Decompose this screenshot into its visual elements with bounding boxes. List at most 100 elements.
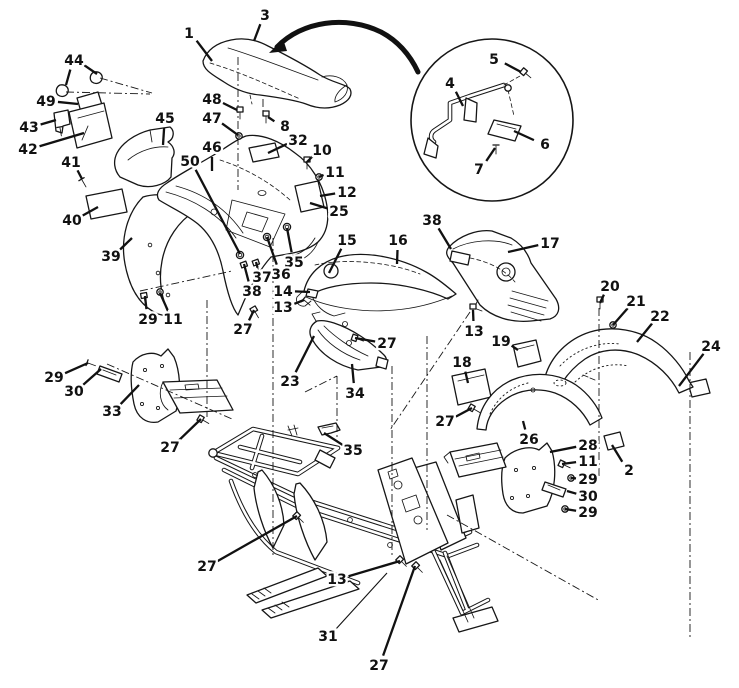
callout-11: 11 bbox=[325, 165, 344, 181]
leader-line bbox=[194, 169, 242, 255]
leader-line bbox=[221, 122, 239, 136]
plate-42 bbox=[68, 102, 113, 149]
decal-32 bbox=[248, 142, 280, 163]
callout-33: 33 bbox=[102, 404, 121, 420]
callout-41: 41 bbox=[61, 155, 80, 171]
leader-line bbox=[294, 290, 311, 294]
leader-line bbox=[504, 62, 522, 74]
leader-line bbox=[254, 261, 259, 269]
callout-5: 5 bbox=[489, 52, 499, 68]
callout-labels: 1345678484746503210111225444943424145403… bbox=[16, 6, 723, 677]
leader-line bbox=[216, 514, 298, 563]
seat-bracket-plate bbox=[487, 119, 522, 142]
callout-20: 20 bbox=[600, 279, 620, 295]
hood-latch bbox=[305, 288, 319, 299]
leader-line bbox=[143, 295, 148, 310]
callout-16: 16 bbox=[388, 233, 407, 249]
callout-39: 39 bbox=[101, 249, 120, 265]
leader-line bbox=[178, 418, 202, 442]
detail-circle-outline bbox=[410, 38, 574, 202]
callout-13: 13 bbox=[327, 572, 346, 588]
leader-line bbox=[309, 201, 328, 210]
leader-line bbox=[437, 227, 452, 250]
leader-line bbox=[549, 445, 577, 454]
leader-line bbox=[564, 507, 577, 512]
leader-line bbox=[265, 236, 278, 266]
spacer-30-right bbox=[541, 481, 567, 498]
callout-35: 35 bbox=[343, 443, 362, 459]
callout-31: 31 bbox=[318, 629, 337, 645]
leader-line bbox=[242, 263, 250, 282]
callout-47: 47 bbox=[202, 111, 221, 127]
detail-circle bbox=[410, 38, 574, 202]
callout-27: 27 bbox=[160, 440, 179, 456]
leader-line bbox=[354, 336, 376, 343]
callout-27: 27 bbox=[435, 414, 454, 430]
leader-line bbox=[158, 292, 169, 311]
callout-7: 7 bbox=[474, 162, 484, 178]
leader-line bbox=[267, 116, 276, 123]
screw-fastener-icon bbox=[78, 176, 87, 188]
callout-44: 44 bbox=[64, 53, 84, 69]
callout-29: 29 bbox=[578, 472, 597, 488]
spacer-30-left bbox=[96, 365, 123, 383]
callout-6: 6 bbox=[540, 137, 550, 153]
screw-fastener-icon bbox=[56, 125, 64, 137]
leader-line bbox=[611, 444, 624, 463]
leader-line bbox=[323, 432, 344, 446]
frame-part bbox=[208, 422, 499, 633]
leader-line bbox=[678, 353, 705, 387]
leader-line bbox=[561, 461, 577, 466]
callout-27: 27 bbox=[369, 658, 388, 674]
leader-line bbox=[612, 307, 629, 326]
callout-38: 38 bbox=[242, 284, 261, 300]
callout-25: 25 bbox=[329, 204, 348, 220]
callout-27: 27 bbox=[377, 336, 396, 352]
leader-line bbox=[382, 565, 417, 656]
callout-3: 3 bbox=[260, 8, 270, 24]
callout-40: 40 bbox=[62, 213, 82, 229]
callout-leaders bbox=[39, 23, 705, 656]
leader-line bbox=[285, 227, 293, 253]
leader-line bbox=[161, 127, 166, 146]
leader-line bbox=[293, 298, 305, 305]
skid-plate-right bbox=[443, 442, 507, 478]
construction-lines bbox=[65, 57, 691, 640]
callout-17: 17 bbox=[540, 236, 559, 252]
leader-line bbox=[507, 243, 539, 254]
callout-50: 50 bbox=[180, 154, 200, 170]
callout-19: 19 bbox=[491, 334, 510, 350]
leader-line bbox=[306, 155, 314, 163]
leader-line bbox=[222, 101, 238, 112]
leader-line bbox=[39, 131, 85, 148]
hood-part bbox=[296, 253, 457, 317]
callout-46: 46 bbox=[202, 140, 221, 156]
leader-line bbox=[513, 129, 535, 142]
callout-29: 29 bbox=[44, 370, 63, 386]
callout-29: 29 bbox=[138, 312, 157, 328]
callout-37: 37 bbox=[252, 270, 271, 286]
leader-line bbox=[40, 118, 57, 126]
decal-12-25 bbox=[294, 180, 325, 213]
leader-line bbox=[294, 335, 316, 373]
leader-line bbox=[82, 368, 102, 386]
callout-12: 12 bbox=[337, 185, 356, 201]
callout-1: 1 bbox=[184, 26, 194, 42]
callout-30: 30 bbox=[578, 489, 598, 505]
grommet-fastener-icon bbox=[235, 250, 245, 260]
rear-fender-22 bbox=[544, 328, 694, 394]
callout-18: 18 bbox=[452, 355, 471, 371]
leader-line bbox=[267, 142, 288, 155]
callout-13: 13 bbox=[464, 324, 483, 340]
leader-line bbox=[327, 248, 343, 274]
callout-36: 36 bbox=[271, 267, 290, 283]
leader-line bbox=[636, 322, 653, 343]
bolt-fastener-icon bbox=[557, 459, 571, 469]
front-fender-26 bbox=[476, 373, 603, 431]
detail-arrow bbox=[269, 19, 421, 75]
callout-10: 10 bbox=[312, 143, 332, 159]
leader-line bbox=[521, 420, 527, 430]
leader-line bbox=[195, 40, 213, 62]
leader-line bbox=[319, 192, 336, 198]
leader-line bbox=[119, 237, 133, 251]
